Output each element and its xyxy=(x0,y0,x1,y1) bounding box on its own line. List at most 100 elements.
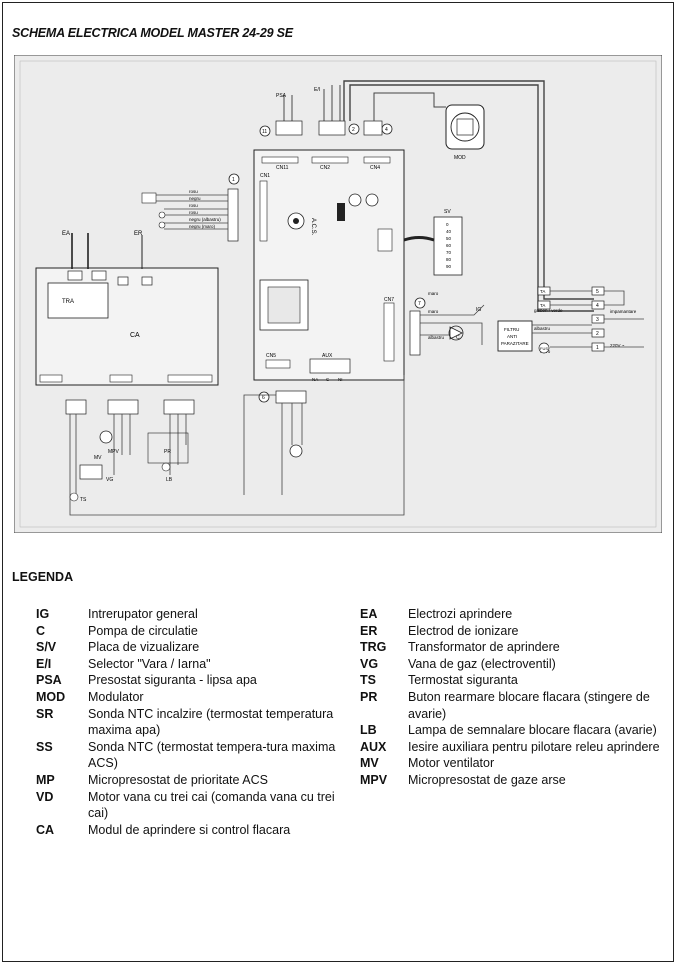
conn-num-11: 11 xyxy=(262,129,267,135)
legend-title: LEGENDA xyxy=(12,570,74,584)
sv-value-40: 40 xyxy=(446,229,452,234)
legend-code: E/I xyxy=(36,656,52,671)
label-tra: TRA xyxy=(62,299,74,305)
legend-item: MV Motor ventilator xyxy=(360,755,660,772)
term-num-3: 3 xyxy=(596,317,599,323)
legend-code: MP xyxy=(36,772,55,787)
page-title: SCHEMA ELECTRICA MODEL MASTER 24-29 SE xyxy=(12,26,293,40)
label-acs: A.C.S. xyxy=(310,218,316,236)
label-cn5: CN5 xyxy=(266,353,276,359)
wire-color-4: rosu xyxy=(189,210,198,215)
legend-code: S/V xyxy=(36,640,57,655)
label-cn2: CN2 xyxy=(320,165,330,171)
conn-num-2: 2 xyxy=(352,127,355,133)
legend-code: CA xyxy=(36,822,55,837)
legend-right-column: EA Electrozi aprindere ER Electrod de ioni… xyxy=(360,606,660,789)
legend-item: VG Vana de gaz (electroventil) xyxy=(360,656,660,673)
legend-item: ER Electrod de ionizare xyxy=(360,623,660,640)
legend-desc: Transformator de aprindere xyxy=(408,640,560,655)
label-ts: TS xyxy=(80,497,87,503)
label-mv: MV xyxy=(94,455,102,461)
wire-color-2: negru xyxy=(189,196,201,201)
legend-desc: Sonda NTC (termostat tempera-tura maxima… xyxy=(88,739,336,771)
label-cn7: CN7 xyxy=(384,297,394,303)
legend-code: VG xyxy=(360,656,379,671)
legend-code: VD xyxy=(36,789,54,804)
control-board xyxy=(253,149,405,381)
label-er: ER xyxy=(134,231,143,237)
label-ta-2: TA xyxy=(540,303,545,308)
legend-code: MPV xyxy=(360,772,388,787)
wire-maro-2: maro xyxy=(428,309,439,314)
label-ground: impamantare xyxy=(610,309,637,314)
term-num-5: 5 xyxy=(596,289,599,295)
label-ta-1: TA xyxy=(540,289,545,294)
label-cn4: CN4 xyxy=(370,165,380,171)
emi-filter xyxy=(497,320,533,352)
label-mod: MOD xyxy=(454,155,466,161)
label-ca: CA xyxy=(130,332,140,339)
legend-code: MV xyxy=(360,756,379,771)
legend-desc: Vana de gaz (electroventil) xyxy=(408,656,556,671)
label-pr: PR xyxy=(164,449,171,455)
legend-desc: Electrozi aprindere xyxy=(408,607,513,621)
term-num-2: 2 xyxy=(596,331,599,337)
label-cn11: CN11 xyxy=(276,165,289,171)
sv-value-50: 50 xyxy=(446,236,452,241)
legend-item: E/I Selector "Vara / Iarna" xyxy=(36,656,336,673)
legend-desc: Presostat siguranta - lipsa apa xyxy=(88,673,257,688)
legend-code: LB xyxy=(360,723,377,738)
sv-value-90: 90 xyxy=(446,264,452,269)
label-sv: SV xyxy=(444,209,451,215)
transformer-tra xyxy=(47,282,109,319)
legend-code: TS xyxy=(360,673,376,688)
legend-code: EA xyxy=(360,607,378,621)
label-mpv: MPV xyxy=(108,449,120,455)
term-num-1: 1 xyxy=(596,345,599,351)
aux-pin-na: NA xyxy=(312,377,318,382)
legend-code: ER xyxy=(360,623,378,638)
conn-num-7: 7 xyxy=(418,301,421,307)
legend-code: AUX xyxy=(360,739,387,754)
label-lb: LB xyxy=(166,477,173,483)
legend-code: PR xyxy=(360,689,378,704)
label-ea: EA xyxy=(62,231,70,237)
legend-code: PSA xyxy=(36,673,62,688)
sv-value-70: 70 xyxy=(446,250,452,255)
legend-desc: Placa de vizualizare xyxy=(88,640,200,655)
legend-desc: Iesire auxiliara pentru pilotare releu a… xyxy=(408,739,660,754)
term-num-4: 4 xyxy=(596,303,599,309)
aux-pin-c: C xyxy=(326,377,330,382)
legend-item: EA Electrozi aprindere xyxy=(360,606,660,623)
filter-line-1: FILTRU xyxy=(504,327,519,332)
legend-item: PSA Presostat siguranta - lipsa apa xyxy=(36,672,336,689)
filter-line-2: ANTI xyxy=(507,334,517,339)
label-vg: VG xyxy=(106,477,113,483)
legend-code: SR xyxy=(36,706,54,721)
legend-code: IG xyxy=(36,607,50,621)
conn-num-1: 1 xyxy=(232,177,235,183)
label-pump-c: C xyxy=(456,335,460,341)
legend-code: SS xyxy=(36,739,53,754)
wire-color-1: rosu xyxy=(189,189,198,194)
legend-desc: Motor ventilator xyxy=(408,756,495,771)
sv-value-60: 60 xyxy=(446,243,452,248)
aux-terminal xyxy=(309,358,351,374)
wire-albastru-1: albastru xyxy=(428,335,445,340)
wire-albastru-2: albastru xyxy=(534,326,551,331)
legend-desc: Electrod de ionizare xyxy=(408,623,519,638)
legend-desc: Selector "Vara / Iarna" xyxy=(88,656,211,671)
label-cn1: CN1 xyxy=(260,173,270,179)
aux-pin-ni: NI xyxy=(338,377,343,382)
